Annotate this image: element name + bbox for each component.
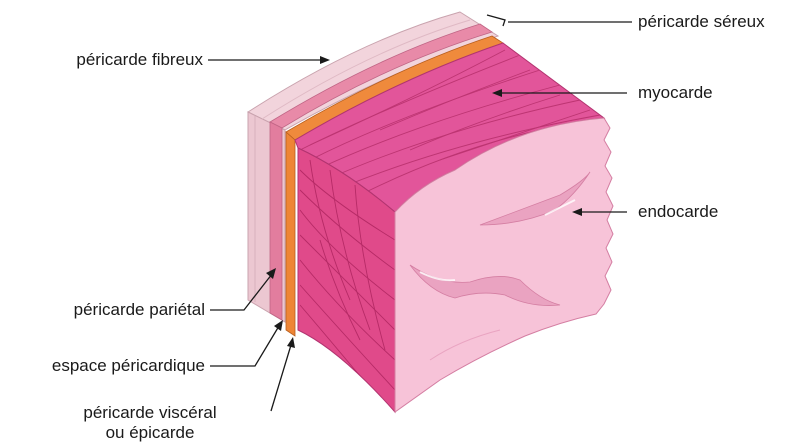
parietal-layer-front <box>270 122 282 320</box>
label-pericarde-visceral: péricarde viscéral ou épicarde <box>25 403 275 443</box>
label-endocarde: endocarde <box>638 202 718 222</box>
label-pericarde-visceral-line2: ou épicarde <box>25 423 275 443</box>
leader-pericarde-visceral <box>271 345 291 411</box>
label-pericarde-visceral-line1: péricarde viscéral <box>25 403 275 423</box>
label-myocarde: myocarde <box>638 83 713 103</box>
label-espace-pericardique: espace péricardique <box>52 356 205 376</box>
label-pericarde-sereux: péricarde séreux <box>638 12 765 32</box>
label-pericarde-fibreux: péricarde fibreux <box>76 50 203 70</box>
label-pericarde-parietal: péricarde pariétal <box>74 300 205 320</box>
leader-espace-pericardique <box>210 326 279 366</box>
epicardium-front <box>286 132 295 336</box>
bracket-pericarde-sereux <box>487 15 505 26</box>
